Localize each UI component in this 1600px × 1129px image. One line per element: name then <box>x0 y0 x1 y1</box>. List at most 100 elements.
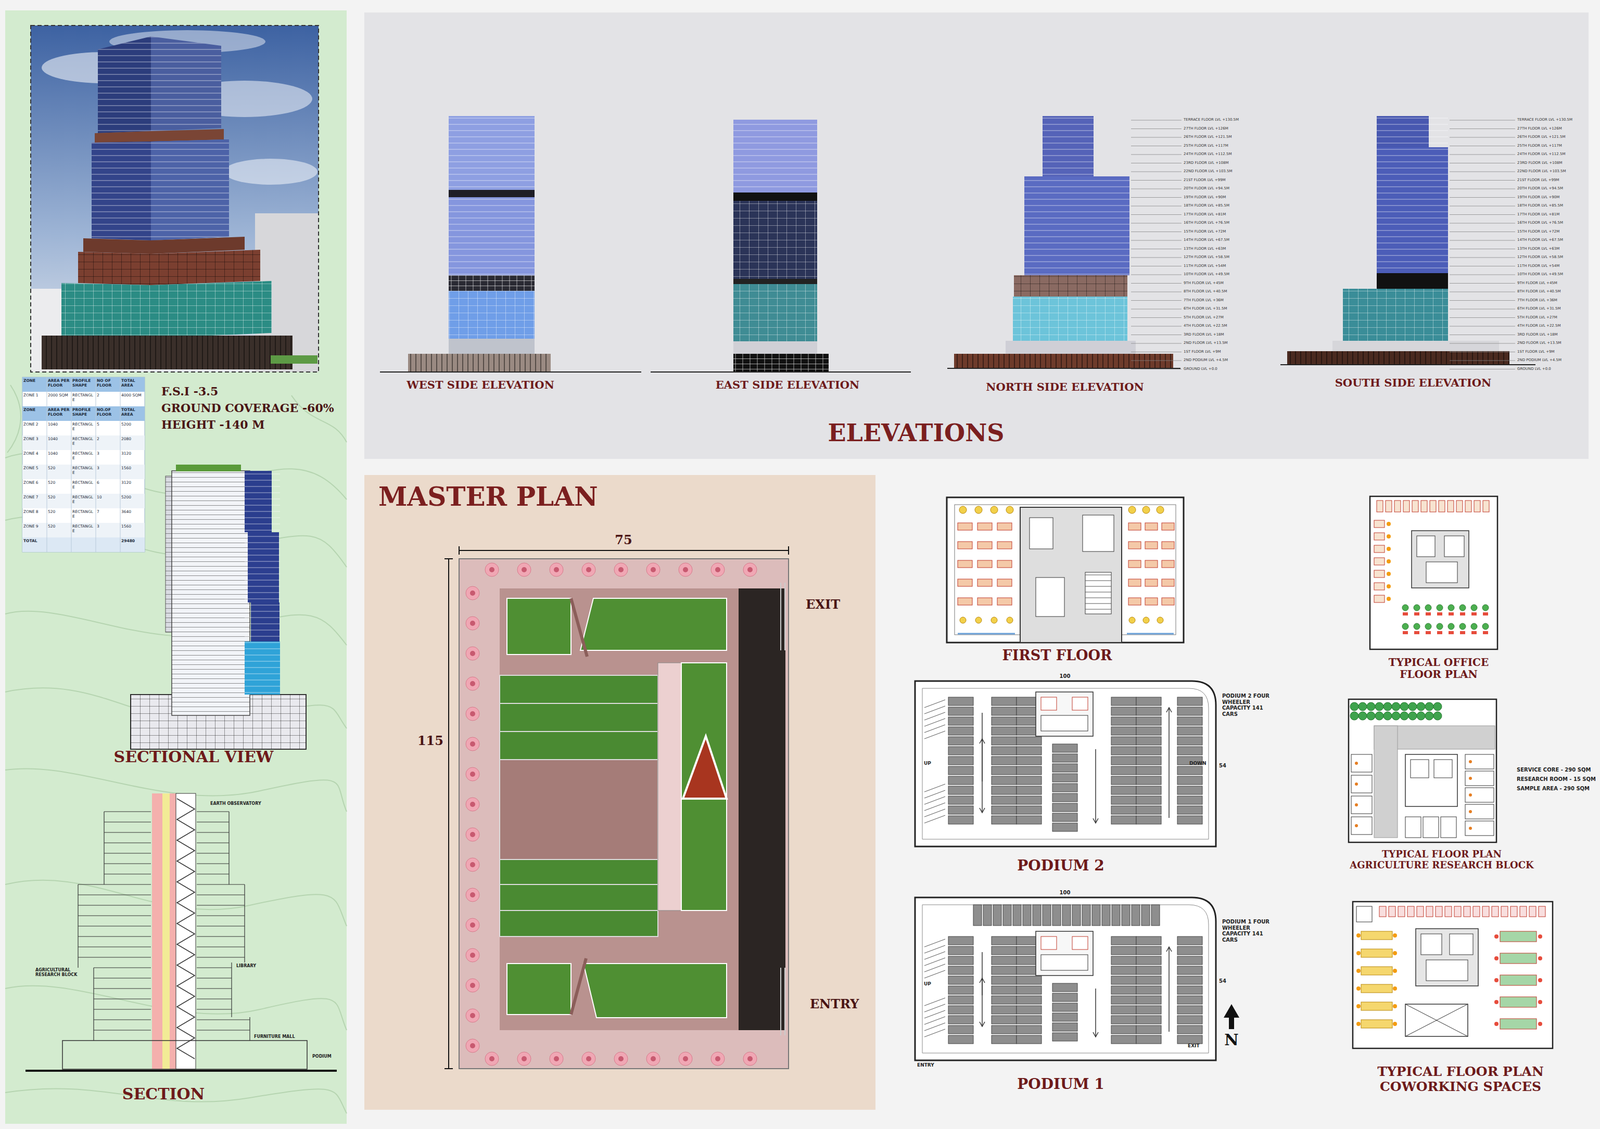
section-label: PODIUM <box>311 1054 333 1060</box>
parking-stall <box>991 786 1017 795</box>
south-elevation-drawing <box>1332 340 1500 352</box>
tree-symbol <box>715 1056 721 1062</box>
tree-symbol <box>678 563 693 577</box>
section-drawing <box>196 925 245 927</box>
parking-stall <box>948 996 974 1005</box>
table-cell: 29480 <box>121 539 144 544</box>
master-plan-drawing <box>499 910 658 912</box>
master-plan-drawing <box>506 963 571 1015</box>
tree-symbol <box>1366 712 1376 721</box>
level-label: 27TH FLOOR LVL +126M <box>1517 126 1563 131</box>
parking-stall <box>1136 776 1162 785</box>
ramp-hatch <box>924 796 946 805</box>
room <box>1465 754 1494 770</box>
parking-stall <box>948 1025 974 1035</box>
traffic-arrow <box>1166 947 1172 952</box>
level-label: 13TH FLOOR LVL +63M <box>1517 246 1560 251</box>
level-line <box>1449 145 1516 147</box>
level-line <box>1131 274 1182 276</box>
parking-stall <box>1052 905 1061 926</box>
level-line <box>1131 369 1182 370</box>
furniture <box>1500 931 1537 943</box>
furniture <box>1128 523 1141 531</box>
east-elevation-drawing <box>733 353 829 373</box>
furniture <box>1392 969 1398 974</box>
section-drawing <box>196 936 245 937</box>
level-label: 18TH FLOOR LVL +85.5M <box>1517 203 1564 208</box>
furniture <box>1420 500 1428 513</box>
master-plan-drawing <box>444 558 453 560</box>
parking-stall <box>1136 727 1162 736</box>
parking-stall <box>1052 764 1078 773</box>
furniture <box>1482 500 1490 513</box>
tree-symbol <box>1391 712 1401 721</box>
level-label: 3RD FLOOR LVL +18M <box>1183 332 1225 337</box>
level-label: 3RD FLOOR LVL +18M <box>1517 332 1558 337</box>
tree-symbol <box>1391 702 1401 711</box>
east-elevation-drawing <box>733 353 829 373</box>
furniture <box>1398 906 1405 918</box>
site-data: HEIGHT -140 M <box>161 418 265 432</box>
parking-stall <box>1136 1035 1162 1045</box>
room <box>1465 788 1494 803</box>
furniture <box>1361 984 1393 994</box>
table-cell: 1040 <box>47 451 71 457</box>
plan-element <box>1410 759 1429 779</box>
ramp-hatch <box>924 964 946 973</box>
master-plan-drawing <box>458 546 460 555</box>
table-cell: ZONE 9 <box>23 524 46 530</box>
table-cell: 520 <box>47 510 71 515</box>
plan-outline <box>922 905 1209 1054</box>
furniture <box>1538 956 1543 961</box>
furniture <box>1413 604 1420 612</box>
level-label: 11TH FLOOR LVL +54M <box>1517 263 1560 269</box>
master-plan-drawing <box>780 582 782 651</box>
section-drawing <box>93 967 151 969</box>
section-drawing <box>196 1009 232 1010</box>
east-elevation-drawing <box>733 278 818 285</box>
parking-stall <box>1136 966 1162 975</box>
parking-stall <box>1111 786 1137 795</box>
west-elevation-drawing <box>448 197 535 276</box>
master-plan-drawing <box>780 968 782 1036</box>
void-cross <box>1405 1004 1468 1037</box>
tree-symbol <box>470 1043 476 1049</box>
parking-stall <box>1177 776 1203 785</box>
traffic-arrow <box>979 978 985 984</box>
level-line <box>1449 120 1516 121</box>
parking-stall <box>973 905 982 926</box>
furniture <box>977 579 993 587</box>
tree-symbol <box>1408 712 1417 721</box>
tree-symbol <box>614 563 628 577</box>
north-elevation-drawing <box>1012 296 1128 341</box>
level-line <box>1449 197 1516 198</box>
plan-element <box>1029 517 1053 550</box>
level-line <box>1449 291 1516 293</box>
parking-stall <box>1101 905 1111 926</box>
table-cell: RECTANGLE <box>72 466 95 476</box>
parking-stall <box>1177 1006 1203 1015</box>
stair-line <box>1085 580 1112 582</box>
table-cell: RECTANGLE <box>72 495 95 505</box>
ramp-hatch <box>924 951 946 960</box>
plan-caption: TYPICAL FLOOR PLAN AGRICULTURE RESEARCH … <box>1348 849 1536 871</box>
parking-stall <box>1062 905 1071 926</box>
ramp-hatch <box>924 718 946 727</box>
tower-rendering <box>270 355 318 364</box>
furniture <box>1143 617 1150 624</box>
room <box>1356 906 1373 923</box>
room <box>1423 817 1439 838</box>
furniture <box>959 617 967 624</box>
core-block <box>1405 754 1458 807</box>
level-label: 25TH FLOOR LVL +117M <box>1517 143 1563 148</box>
level-label: 5TH FLOOR LVL +27M <box>1517 315 1558 320</box>
table-cell: 2000 SQM <box>47 393 71 399</box>
furniture <box>1374 570 1385 578</box>
parking-stall <box>1111 976 1137 985</box>
parking-stall <box>1177 1025 1203 1035</box>
north-arrow <box>1223 1004 1240 1030</box>
stair-line <box>1085 586 1112 588</box>
south-elevation-drawing <box>1287 351 1510 365</box>
tree-symbol <box>489 1056 495 1062</box>
south-elevation-drawing <box>1280 364 1536 366</box>
